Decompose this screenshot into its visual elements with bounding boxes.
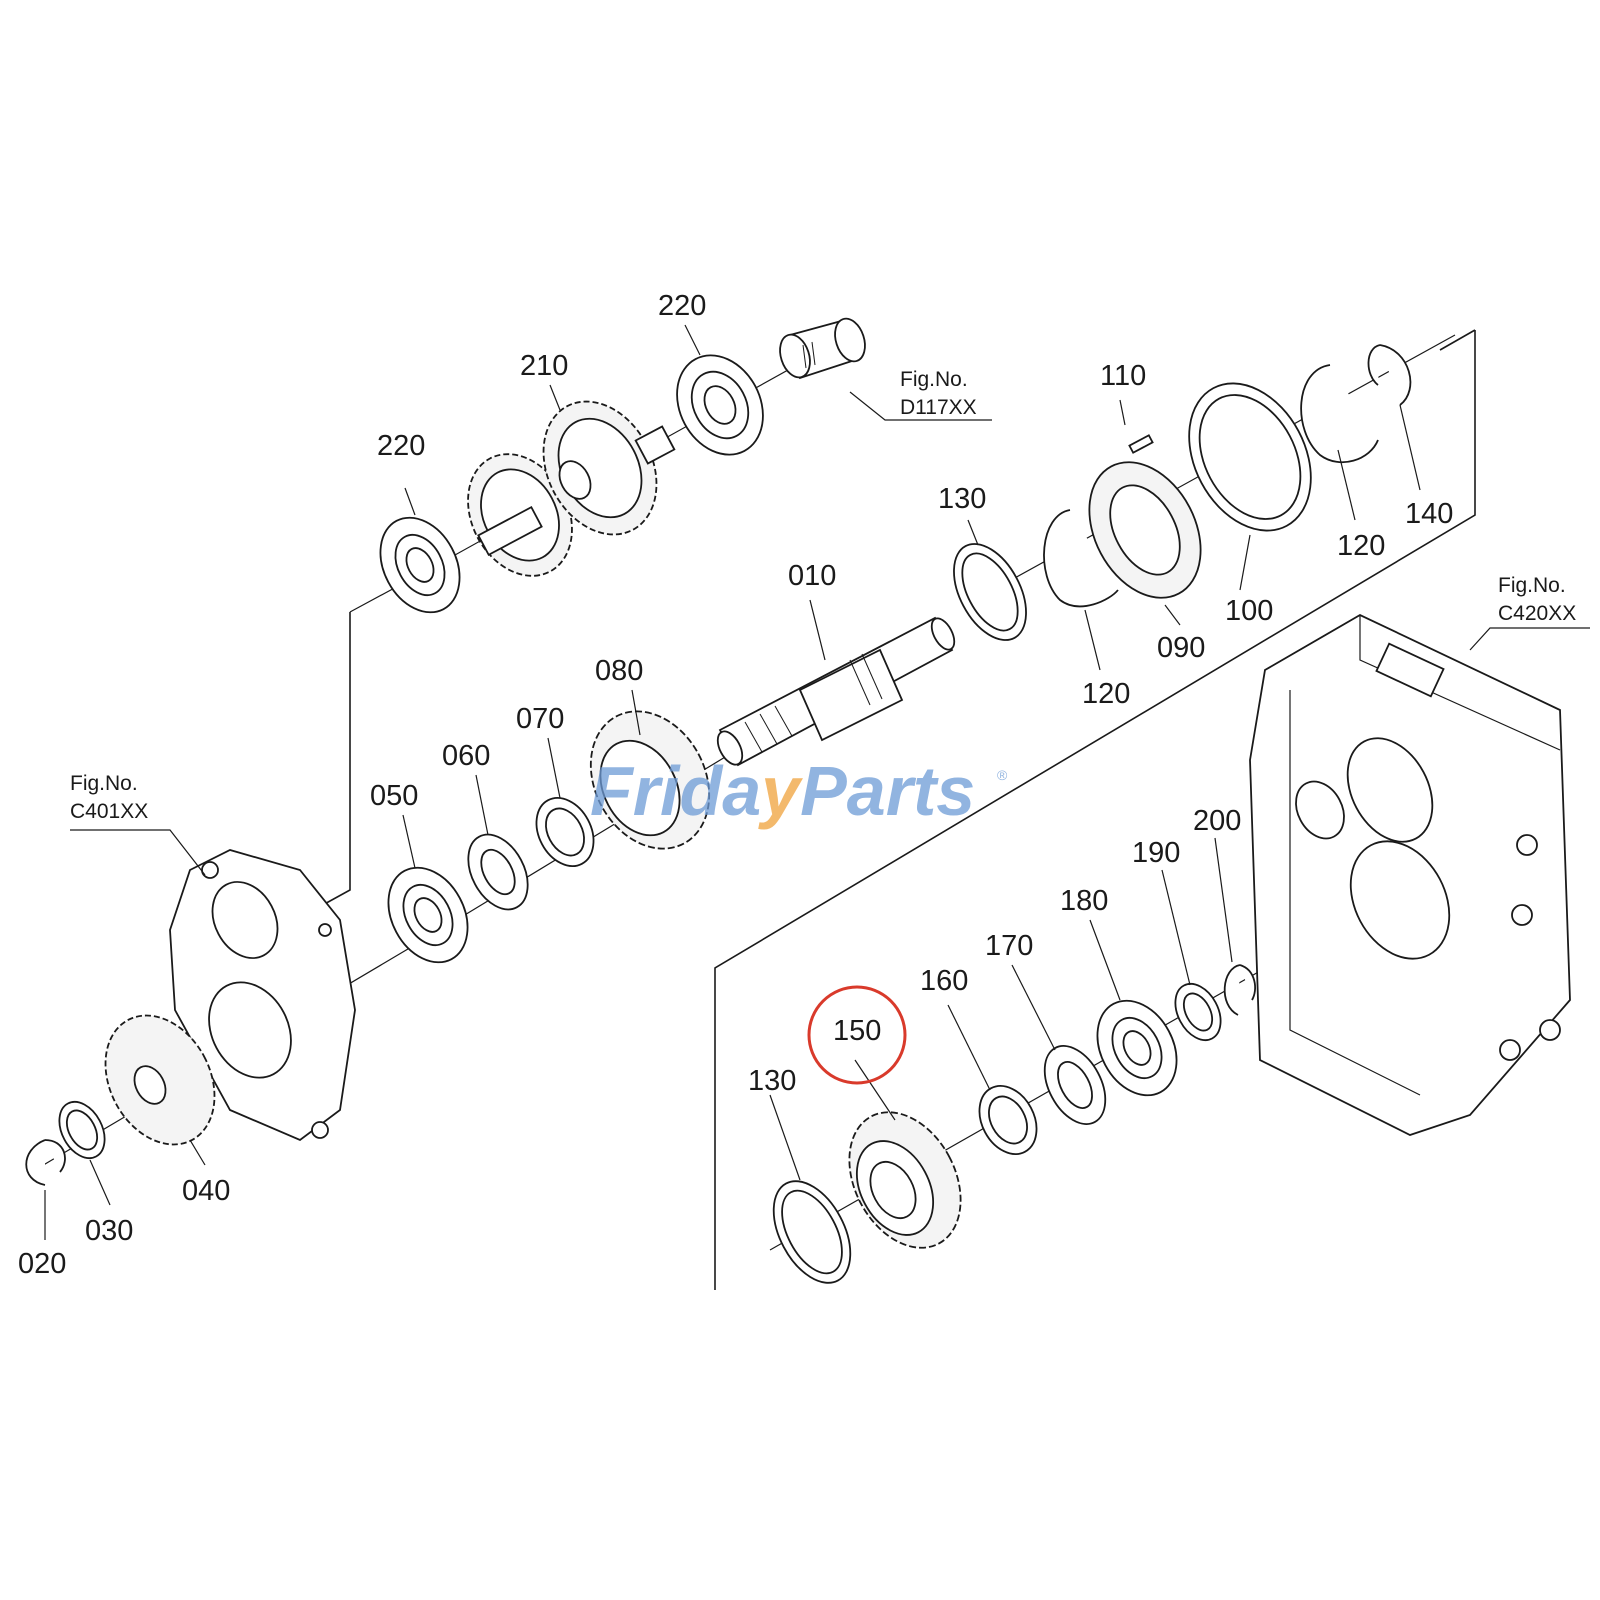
callout-190[interactable]: 190 (1132, 837, 1180, 869)
svg-text:FridayParts: FridayParts (590, 752, 975, 830)
callout-060[interactable]: 060 (442, 740, 490, 772)
callout-160[interactable]: 160 (920, 965, 968, 997)
needle-bearing-070[interactable] (525, 788, 605, 876)
callout-110[interactable]: 110 (1100, 360, 1146, 392)
callout-070[interactable]: 070 (516, 703, 564, 735)
figref-c401-code[interactable]: C401XX (70, 800, 148, 823)
callout-220-right[interactable]: 220 (658, 290, 706, 322)
watermark-part3: Parts (800, 752, 975, 830)
callout-140[interactable]: 140 (1405, 498, 1453, 530)
watermark-part2: y (758, 752, 803, 830)
watermark-part1: Frida (590, 752, 761, 830)
figref-c420-label: Fig.No. (1498, 574, 1566, 597)
callout-leaders (44, 324, 1590, 1240)
callout-220-left[interactable]: 220 (377, 430, 425, 462)
highlight-circle-150 (807, 985, 907, 1085)
hub-090[interactable] (1067, 434, 1223, 617)
callout-120-lower[interactable]: 120 (1082, 678, 1130, 710)
ring-130-lower[interactable] (758, 1168, 866, 1295)
callout-030[interactable]: 030 (85, 1215, 133, 1247)
callout-080[interactable]: 080 (595, 655, 643, 687)
snap-ring-120-lower[interactable] (1043, 509, 1119, 608)
washer-030[interactable] (50, 1094, 113, 1166)
callout-numbers: 220 210 220 010 080 070 060 050 130 110 … (18, 290, 1453, 1280)
washer-060[interactable] (456, 824, 539, 919)
snap-ring-120-upper[interactable] (1300, 364, 1379, 464)
callout-040[interactable]: 040 (182, 1175, 230, 1207)
gear-080[interactable] (568, 691, 733, 870)
snap-ring-140[interactable] (1367, 344, 1412, 406)
figure-references: Fig.No. D117XX Fig.No. C420XX Fig.No. C4… (70, 368, 1576, 823)
gear-150[interactable] (827, 1093, 983, 1267)
callout-010[interactable]: 010 (788, 560, 836, 592)
bearing-220-right[interactable] (660, 340, 779, 469)
ring-130-upper[interactable] (939, 532, 1041, 652)
figref-c401-label: Fig.No. (70, 772, 138, 795)
figref-d117-label: Fig.No. (900, 368, 968, 391)
callout-150[interactable]: 150 (833, 1015, 881, 1047)
shaft-010[interactable] (713, 615, 959, 769)
gear-040[interactable] (84, 996, 236, 1163)
callout-170[interactable]: 170 (985, 930, 1033, 962)
callout-020[interactable]: 020 (18, 1248, 66, 1280)
callout-120-upper[interactable]: 120 (1337, 530, 1385, 562)
washer-190[interactable] (1166, 976, 1229, 1048)
cover-c401 (169, 849, 356, 1142)
watermark-reg: ® (997, 767, 1008, 783)
callout-210[interactable]: 210 (520, 350, 568, 382)
housing-c420 (1249, 613, 1571, 1136)
watermark-logo: FridayParts ® (590, 752, 1008, 830)
callout-130-upper[interactable]: 130 (938, 483, 986, 515)
callout-100[interactable]: 100 (1225, 595, 1273, 627)
figref-d117-code[interactable]: D117XX (900, 396, 977, 419)
callout-180[interactable]: 180 (1060, 885, 1108, 917)
gear-210[interactable] (448, 382, 679, 594)
callout-200[interactable]: 200 (1193, 805, 1241, 837)
collar-170[interactable] (1032, 1036, 1117, 1135)
snap-ring-200[interactable] (1223, 964, 1256, 1016)
callout-130-lower[interactable]: 130 (748, 1065, 796, 1097)
snap-ring-020[interactable] (25, 1139, 66, 1186)
bearing-050[interactable] (373, 854, 484, 976)
needle-bearing-160[interactable] (968, 1076, 1048, 1164)
callout-090[interactable]: 090 (1157, 632, 1205, 664)
bearing-220-left[interactable] (365, 504, 476, 626)
bushing-d117[interactable] (775, 315, 870, 381)
bearing-180[interactable] (1082, 987, 1193, 1109)
callout-050[interactable]: 050 (370, 780, 418, 812)
sleeve-100[interactable] (1165, 362, 1335, 551)
figref-c420-code[interactable]: C420XX (1498, 602, 1576, 625)
